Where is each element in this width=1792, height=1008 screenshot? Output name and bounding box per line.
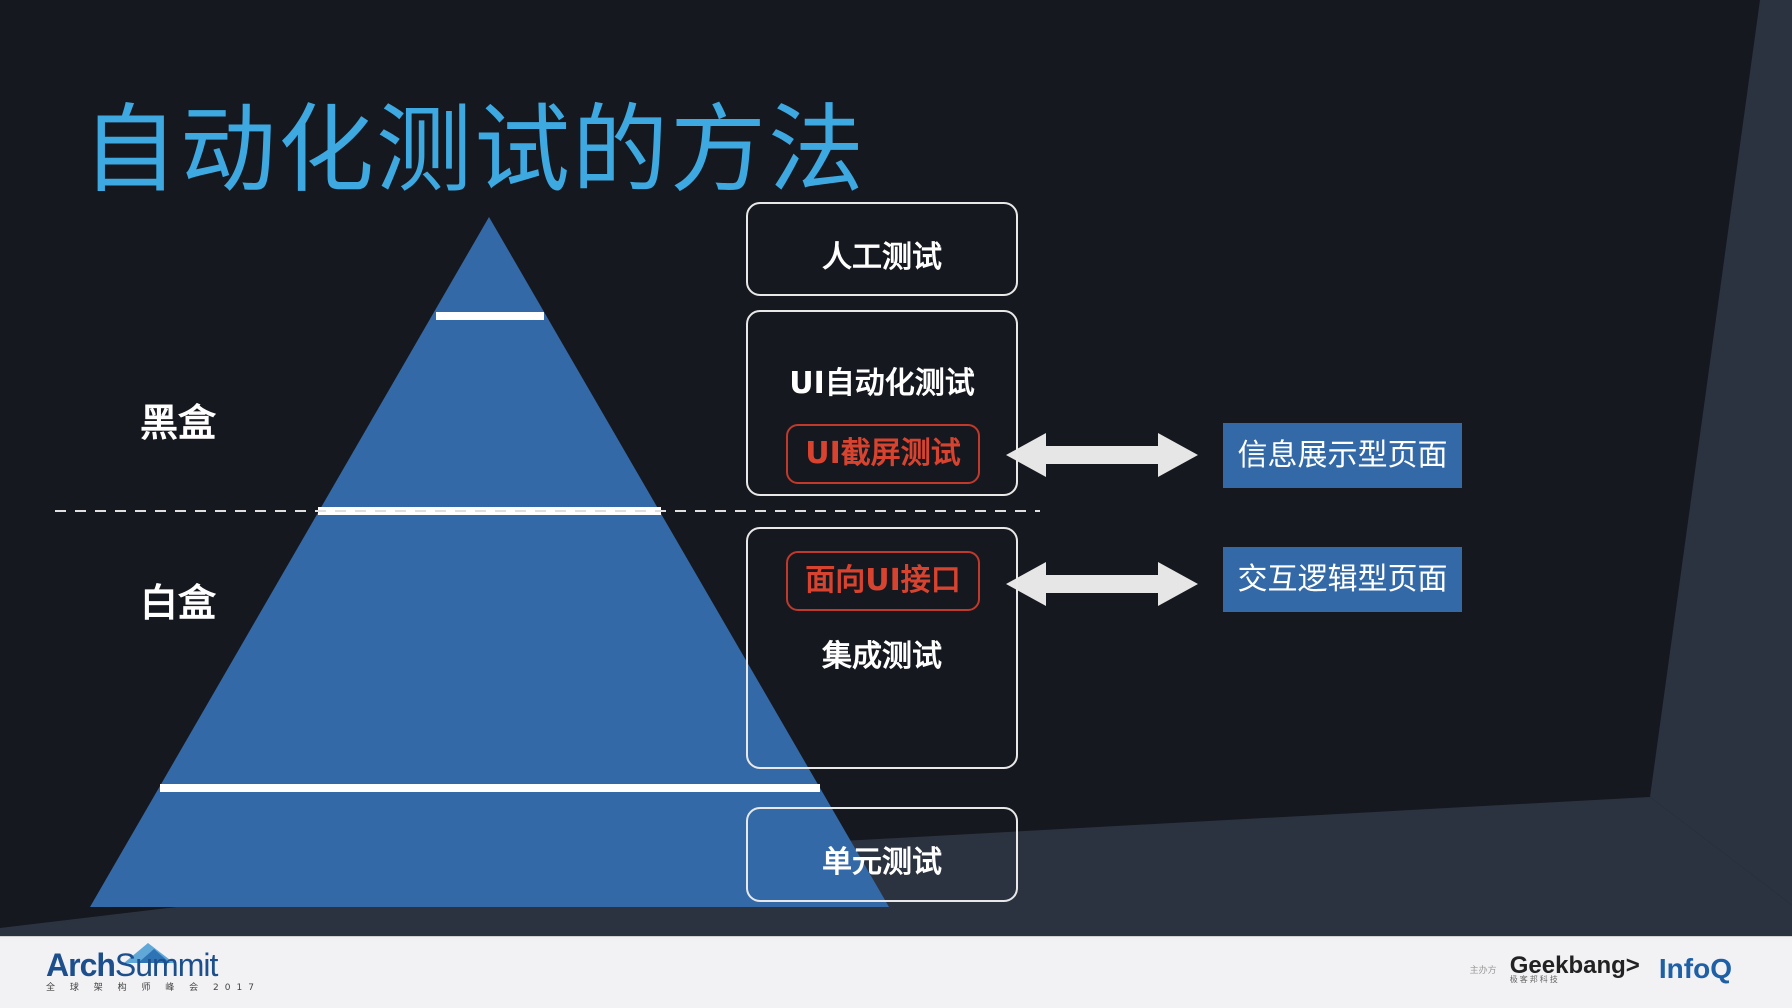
geekbang-text: Geekbang> (1509, 952, 1640, 979)
ui-automation-box: UI自动化测试 UI截屏测试 (746, 310, 1018, 496)
pyramid (90, 217, 889, 907)
ui-screenshot-pill: UI截屏测试 (786, 424, 980, 484)
info-display-page-box: 信息展示型页面 (1223, 423, 1462, 488)
interaction-logic-page-box: 交互逻辑型页面 (1223, 547, 1462, 612)
infoq-logo: InfoQ (1658, 953, 1732, 984)
ui-interface-pill: 面向UI接口 (786, 551, 980, 611)
double-arrow-top (1006, 433, 1198, 477)
unit-testing-box: 单元测试 (746, 807, 1018, 902)
brand-summit: Summit (114, 947, 218, 983)
manual-testing-label: 人工测试 (822, 240, 942, 275)
brand-arch: Arch (46, 947, 116, 983)
slide-title: 自动化测试的方法 (82, 94, 866, 206)
unit-testing-label: 单元测试 (822, 845, 942, 880)
integration-box: 面向UI接口 集成测试 (746, 527, 1018, 769)
organizer-label: 主办方 (1469, 965, 1497, 976)
mountain-icon (124, 943, 174, 963)
footer-bar: ArchSummit 全 球 架 构 师 峰 会 2017 主办方 Geekba… (0, 936, 1792, 1008)
brand-subtitle: 全 球 架 构 师 峰 会 2017 (46, 983, 260, 993)
black-box-label: 黑盒 (140, 401, 217, 445)
double-arrow-bottom (1006, 562, 1198, 606)
white-box-label: 白盒 (140, 581, 217, 625)
manual-testing-box: 人工测试 (746, 202, 1018, 296)
geekbang-subtitle: 极客邦科技 (1509, 975, 1560, 984)
background-graphics (0, 0, 1792, 936)
archsummit-logo: ArchSummit 全 球 架 构 师 峰 会 2017 (46, 943, 260, 993)
geekbang-logo: Geekbang> 极客邦科技 (1510, 954, 1640, 984)
sponsor-logos: 主办方 Geekbang> 极客邦科技 InfoQ (1470, 953, 1732, 985)
right-wall (1650, 0, 1792, 905)
integration-label: 集成测试 (822, 639, 942, 674)
ui-automation-label: UI自动化测试 (789, 366, 975, 401)
